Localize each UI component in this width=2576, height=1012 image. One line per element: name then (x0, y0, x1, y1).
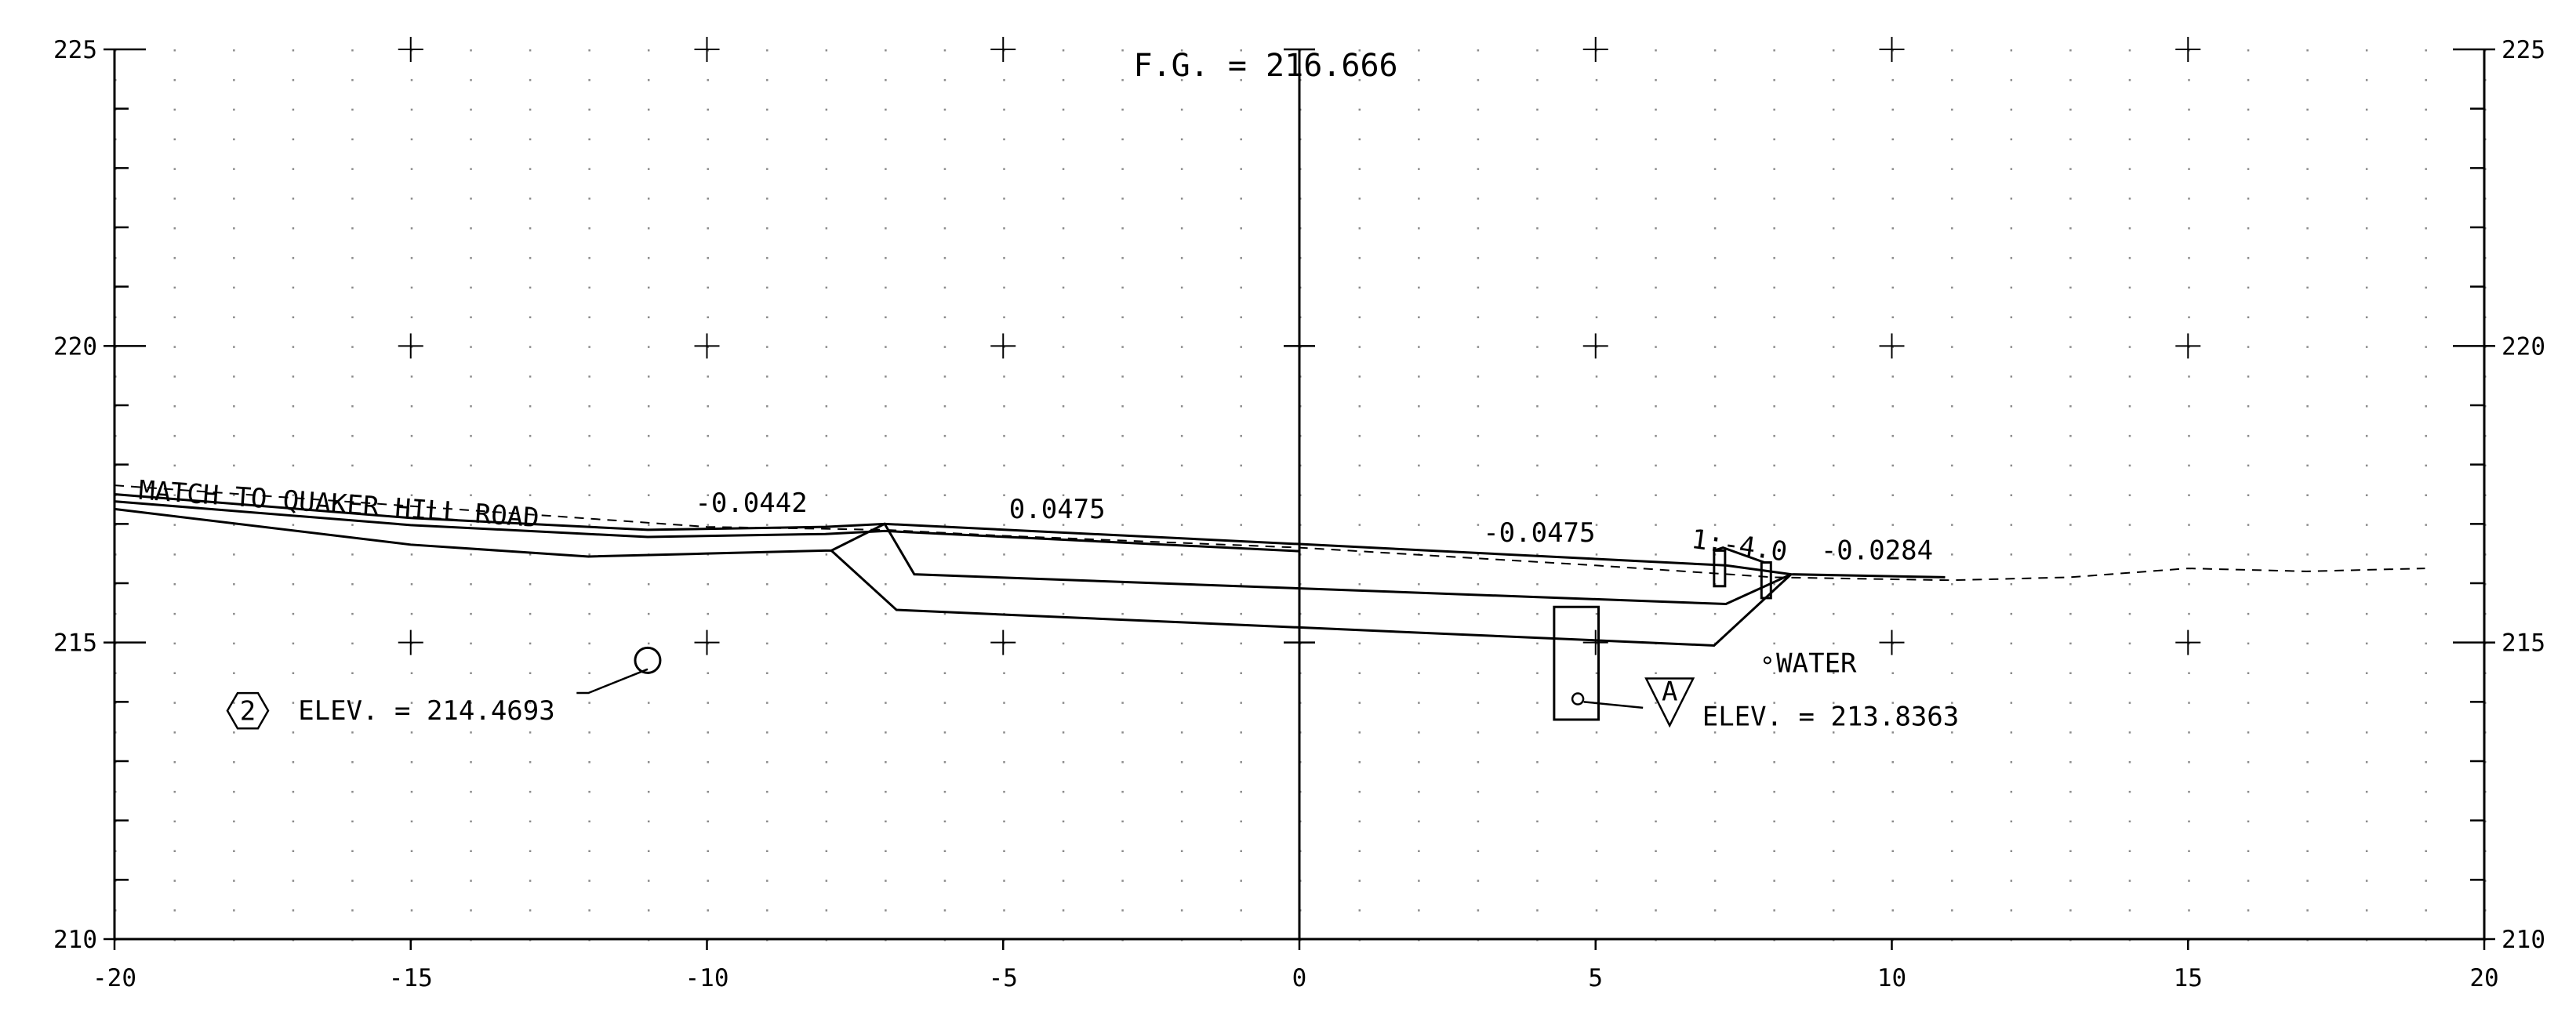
grid-cross (1582, 333, 1608, 359)
annotations: F.G. = 216.666 MATCH TO QUAKER HILL ROAD… (138, 48, 1960, 733)
grid-cross (990, 37, 1016, 62)
curb-post (1713, 549, 1727, 588)
leader-line-a (1583, 701, 1644, 709)
grid-cross (694, 629, 720, 655)
right-y-tick-label: 215 (2502, 629, 2545, 658)
section-linework (114, 484, 2425, 730)
existing-ground-line (114, 484, 2425, 582)
leader-line-2 (576, 668, 649, 695)
x-tick-label: 5 (1588, 964, 1603, 992)
grid-cross (398, 37, 423, 62)
outlet-structure-outline (1553, 605, 1600, 721)
y-tick-labels: 210 210 215 215 220 220 225 225 (53, 36, 2545, 954)
left-elevation-label: ELEV. = 214.4693 (298, 695, 555, 727)
pavement-layer-line (114, 500, 1300, 553)
point-marker-2 (634, 646, 662, 674)
right-y-tick-label: 210 (2502, 926, 2545, 954)
grid-cross (1879, 629, 1905, 655)
x-tick-label: 0 (1292, 964, 1307, 992)
slope-label: -0.0475 (1483, 517, 1595, 549)
x-tick-label: 20 (2469, 964, 2498, 992)
slope-label: -0.0284 (1821, 535, 1933, 567)
grid-cross (1582, 629, 1608, 655)
grid-cross (398, 333, 423, 359)
grid-cross-marks (398, 37, 2201, 655)
grid-cross (694, 333, 720, 359)
water-label: WATER (1776, 648, 1857, 680)
slope-label: -0.0442 (695, 488, 807, 519)
grid-cross (1879, 333, 1905, 359)
x-tick-labels: -20 -15 -10 -5 0 5 10 15 20 (93, 964, 2499, 992)
x-tick-label: 15 (2174, 964, 2203, 992)
grid-cross (2175, 333, 2201, 359)
grid-cross (1879, 37, 1905, 62)
x-tick-label: -10 (685, 964, 729, 992)
box-culvert-outline (829, 522, 1793, 647)
left-y-tick-label: 210 (53, 926, 97, 954)
slope-label: 1:-4.0 (1689, 524, 1789, 568)
x-tick-label: -5 (989, 964, 1018, 992)
right-y-tick-label: 225 (2502, 36, 2545, 64)
point-marker-a (1571, 692, 1585, 705)
curb-post (1760, 561, 1772, 600)
grid-cross (398, 629, 423, 655)
triangle-tag-a: A (1662, 676, 1677, 708)
slope-label: 0.0475 (1009, 494, 1106, 525)
left-y-tick-label: 215 (53, 629, 97, 658)
x-tick-label: -20 (93, 964, 136, 992)
triangle-icon (1644, 677, 1695, 728)
match-quaker-hill-road-label: MATCH TO QUAKER HILL ROAD (138, 475, 540, 535)
hexagon-tag-2: 2 (240, 696, 256, 727)
grid-cross (990, 629, 1016, 655)
water-marker (1763, 656, 1771, 665)
x-tick-label: 10 (1877, 964, 1906, 992)
grid-cross (694, 37, 720, 62)
left-y-tick-label: 220 (53, 332, 97, 361)
grid-cross (1582, 37, 1608, 62)
grid-cross (2175, 37, 2201, 62)
grid-cross (990, 333, 1016, 359)
curb-top (1713, 546, 1765, 564)
hexagon-icon (226, 691, 270, 730)
subbase-line (114, 507, 832, 558)
right-elevation-label: ELEV. = 213.8363 (1702, 702, 1960, 733)
grid-cross (2175, 629, 2201, 655)
right-y-tick-label: 220 (2502, 332, 2545, 361)
left-y-tick-label: 225 (53, 36, 97, 64)
slope-labels: -0.0442 0.0475 -0.0475 1:-4.0 -0.0284 (695, 488, 1933, 568)
x-tick-label: -15 (389, 964, 433, 992)
axes (104, 48, 2495, 950)
finished-grade-label: F.G. = 216.666 (1133, 48, 1397, 84)
